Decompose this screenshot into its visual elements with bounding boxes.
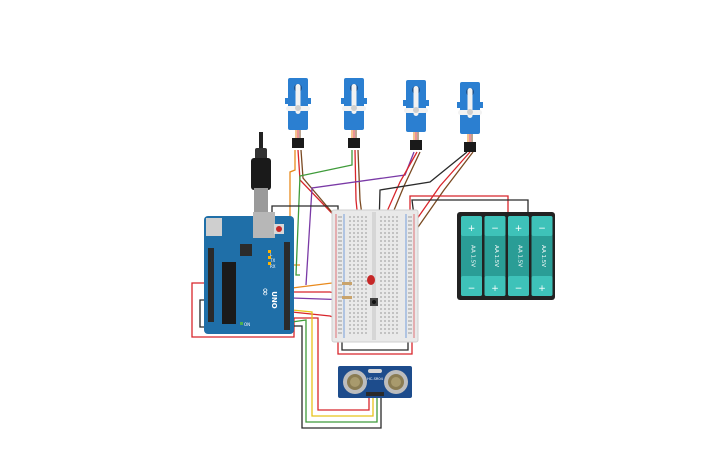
resistor-2[interactable] <box>342 282 352 285</box>
wire-servo2-orange[interactable] <box>295 150 353 276</box>
power-jack <box>206 218 222 236</box>
arduino-logo: ∞ <box>259 287 272 296</box>
sensor-pins[interactable] <box>366 392 384 396</box>
wire-sensor-echo[interactable] <box>291 319 378 423</box>
resistor[interactable] <box>342 296 352 299</box>
battery-cell-bottom-sign: + <box>491 284 499 294</box>
digital-header[interactable] <box>284 242 290 330</box>
servo-1[interactable] <box>285 78 311 148</box>
wire-sensor-gnd[interactable] <box>292 325 382 429</box>
usb-chip <box>240 244 252 256</box>
battery-cell-bottom-sign: − <box>515 284 523 294</box>
battery-cell-label: AA 1.5V <box>470 245 476 267</box>
servo-3[interactable] <box>403 80 429 150</box>
servo-4-connector[interactable] <box>464 142 476 152</box>
wire-arduino-red-left[interactable] <box>191 282 295 338</box>
servo-2-connector[interactable] <box>348 138 360 148</box>
battery-cell-label: AA 1.5V <box>493 245 499 267</box>
arduino-uno-board[interactable]: ∞ UNO L TX RX ON <box>204 212 294 334</box>
l-label: L <box>270 252 273 257</box>
battery-cell-top-sign: − <box>491 224 499 234</box>
battery-cell-top-sign: + <box>515 224 523 234</box>
battery-cell-4: − + AA 1.5V <box>531 216 553 296</box>
breadboard-center-channel <box>372 212 376 340</box>
servo-group <box>285 78 483 152</box>
breadboard-components <box>342 275 378 306</box>
uno-label: UNO <box>270 291 278 309</box>
battery-cell-bottom-sign: − <box>468 284 476 294</box>
battery-cell-2: − + AA 1.5V <box>484 216 506 296</box>
on-label: ON <box>244 322 250 327</box>
wire-servo3-orange[interactable] <box>305 151 415 286</box>
servo-3-connector[interactable] <box>410 140 422 150</box>
ultrasonic-sensor[interactable]: HC-SR04 <box>338 366 412 398</box>
wire-sensor-trig[interactable] <box>291 309 374 417</box>
power-analog-header[interactable] <box>208 248 214 322</box>
battery-cell-bottom-sign: + <box>538 284 546 294</box>
atmega-chip <box>222 262 236 324</box>
battery-cell-top-sign: − <box>538 224 546 234</box>
wire-battery-red[interactable] <box>409 195 509 216</box>
sensor-crystal <box>368 369 382 373</box>
servo-4[interactable] <box>457 82 483 152</box>
battery-cell-3: + − AA 1.5V <box>508 216 529 296</box>
servo-1-connector[interactable] <box>292 138 304 148</box>
servo-2[interactable] <box>341 78 367 148</box>
wire-battery-black[interactable] <box>411 199 529 217</box>
sensor-model-label: HC-SR04 <box>367 377 384 381</box>
usb-port <box>253 212 275 238</box>
rx-label: RX <box>270 264 276 269</box>
breadboard[interactable] <box>331 209 419 343</box>
battery-cell-top-sign: + <box>468 224 476 234</box>
battery-cell-1: + − AA 1.5V <box>461 216 482 296</box>
battery-pack[interactable]: + − AA 1.5V − + AA 1.5V + − AA 1.5V − + AA 1.5V <box>457 212 555 300</box>
usb-cable[interactable] <box>251 132 271 218</box>
wire-sensor-vcc[interactable] <box>292 317 370 411</box>
breadboard-holes <box>338 216 412 334</box>
battery-cell-label: AA 1.5V <box>540 245 546 267</box>
battery-cell-label: AA 1.5V <box>517 245 523 267</box>
red-led[interactable] <box>367 275 375 285</box>
tx-label: TX <box>269 258 275 263</box>
